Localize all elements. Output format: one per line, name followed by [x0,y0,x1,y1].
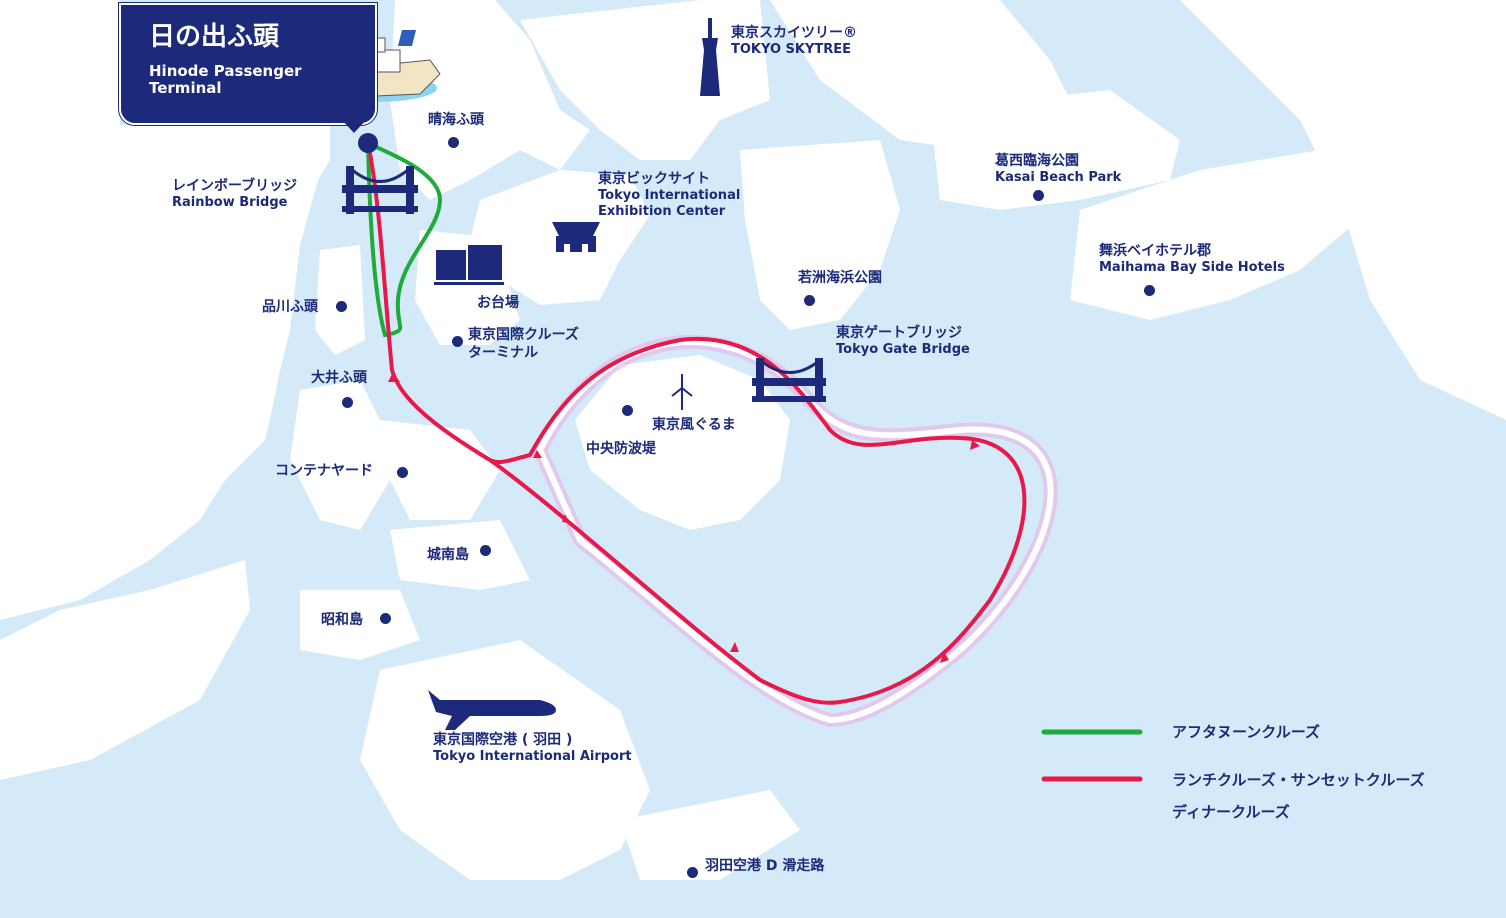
terminal-callout-tail [341,119,367,133]
showajima-dot [380,613,391,624]
runway-d-label: 羽田空港 D 滑走路 [705,858,825,874]
terminal-callout [119,3,377,125]
wind-turbine-icon [671,374,693,410]
big-sight-label-en1: Tokyo International [598,188,741,203]
airport-label-en: Tokyo International Airport [433,749,632,764]
maihama-label-en: Maihama Bay Side Hotels [1099,260,1285,275]
maihama-label-ja: 舞浜ベイホテル郡 [1099,243,1211,259]
skytree-icon [700,18,720,96]
legend-afternoon-label: アフタヌーンクルーズ [1172,723,1321,741]
legend-lunch-label-1: ランチクルーズ・サンセットクルーズ [1172,771,1425,789]
odaiba-building-icon [434,245,504,285]
chuo-label: 中央防波堤 [586,441,656,457]
kasai-dot [1033,190,1044,201]
land-chuo-breakwater [575,355,790,530]
gate-bridge-label-ja: 東京ゲートブリッジ [836,325,962,341]
land-east-coast [1180,0,1506,420]
route-lunch [366,142,1027,705]
gate-bridge-label: 東京ゲートブリッジ Tokyo Gate Bridge [836,324,970,358]
airplane-icon [428,690,556,730]
land-runway-d [620,790,800,880]
shinagawa-label: 品川ふ頭 [262,299,318,315]
chuo-dot [622,405,633,416]
harumi-label: 晴海ふ頭 [428,112,484,128]
rainbow-bridge-icon [342,166,418,214]
airport-label-ja: 東京国際空港 ( 羽田 ) [433,732,573,748]
land-harumi [390,0,590,200]
runway-d-dot [687,867,698,878]
kasai-label: 葛西臨海公園 Kasai Beach Park [995,152,1121,186]
route-arrows [388,372,980,663]
land-container [380,420,500,520]
kasai-label-ja: 葛西臨海公園 [995,153,1079,169]
odaiba-label: お台場 [477,295,519,311]
cruise-terminal-label-1: 東京国際クルーズ [468,327,579,343]
skytree-label-en: TOKYO SKYTREE [731,42,852,57]
route-arrow [970,440,980,450]
wakasu-label: 若洲海浜公園 [798,270,882,286]
route-arrow [940,652,949,663]
terminal-name-en: Hinode Passenger Terminal [149,63,302,97]
land-jonanjima [390,520,530,590]
land-shinagawa [315,245,365,355]
shinagawa-dot [336,301,347,312]
route-arrow [388,372,400,382]
land-west-lower [0,560,250,780]
cruise-terminal-label: 東京国際クルーズ ターミナル [468,326,579,362]
big-sight-icon [552,222,600,252]
big-sight-label-ja: 東京ビックサイト [598,171,710,187]
heart-outline [536,339,1054,724]
container-dot [397,467,408,478]
container-label: コンテナヤード [275,463,373,479]
route-arrow [730,642,739,652]
legend-lunch-label-2: ディナークルーズ [1172,803,1290,821]
gate-bridge-icon [752,358,826,402]
land-wakasu [740,140,900,330]
big-sight-label-en2: Exhibition Center [598,204,726,219]
departure-point [358,133,378,153]
jonanjima-label: 城南島 [427,547,469,563]
land-west-mainland [0,0,330,620]
harumi-dot [448,137,459,148]
land-ooi [290,380,390,530]
land-areas [0,0,1506,880]
skytree-label: 東京スカイツリー® TOKYO SKYTREE [731,24,857,58]
skytree-label-ja: 東京スカイツリー® [731,25,857,41]
big-sight-label: 東京ビックサイト Tokyo International Exhibition … [598,170,740,220]
wakasu-dot [804,295,815,306]
cruise-terminal-dot [452,336,463,347]
kazaguruma-label: 東京風ぐるま [652,417,736,433]
jonanjima-dot [480,545,491,556]
terminal-name-en-line1: Hinode Passenger [149,62,302,80]
rainbow-bridge-label-ja: レインボーブリッジ [172,178,298,194]
rainbow-bridge-label-en: Rainbow Bridge [172,195,288,210]
land-maihama [1070,150,1370,320]
maihama-label: 舞浜ベイホテル郡 Maihama Bay Side Hotels [1099,242,1285,276]
route-arrow [533,450,542,458]
rainbow-bridge-label: レインボーブリッジ Rainbow Bridge [172,177,297,211]
gate-bridge-label-en: Tokyo Gate Bridge [836,342,970,357]
airport-label: 東京国際空港 ( 羽田 ) Tokyo International Airpor… [433,731,632,765]
land-kasai [930,90,1180,210]
terminal-name-ja: 日の出ふ頭 [149,22,280,52]
land-showajima [300,590,420,660]
ooi-dot [342,397,353,408]
showajima-label: 昭和島 [321,612,363,628]
ooi-label: 大井ふ頭 [311,370,367,386]
terminal-name-en-line2: Terminal [149,79,222,97]
cruise-terminal-label-2: ターミナル [468,345,538,361]
route-arrow [562,514,570,523]
maihama-dot [1144,285,1155,296]
kasai-label-en: Kasai Beach Park [995,170,1122,185]
route-afternoon [366,141,443,338]
